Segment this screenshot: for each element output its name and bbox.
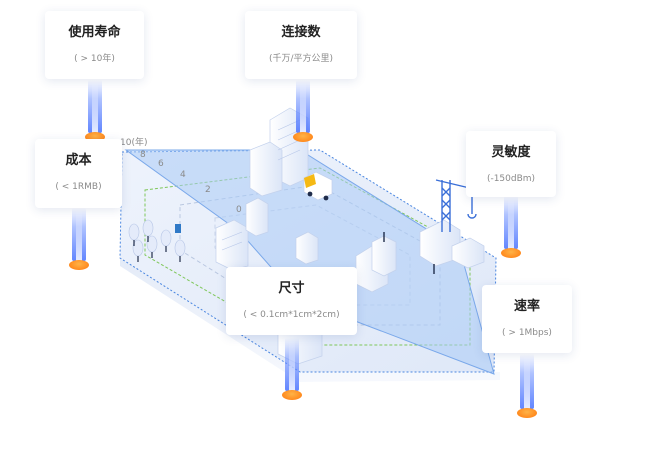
axis-top-label: 10(年) — [120, 136, 147, 148]
metric-title: 速率 — [513, 299, 540, 314]
pillar-size — [282, 338, 302, 400]
metric-subtitle: ( > 10年) — [74, 54, 115, 64]
metric-card-cost: 成本 ( < 1RMB) — [35, 139, 122, 208]
axis-tick: 0 — [236, 205, 242, 215]
metric-title: 连接数 — [281, 25, 321, 40]
axis-tick: 6 — [158, 159, 164, 169]
metric-title: 成本 — [65, 153, 92, 168]
metric-subtitle: ( > 1Mbps) — [502, 328, 552, 338]
metric-subtitle: (-150dBm) — [486, 174, 536, 184]
truck-icon — [303, 171, 333, 201]
axis-tick: 8 — [140, 150, 146, 160]
metric-subtitle: ( < 1RMB) — [55, 182, 102, 192]
metric-title: 尺寸 — [278, 281, 305, 296]
metric-card-lifetime: 使用寿命 ( > 10年) — [45, 11, 144, 79]
metric-subtitle: ( < 0.1cm*1cm*2cm) — [243, 310, 340, 320]
metric-card-rate: 速率 ( > 1Mbps) — [482, 285, 572, 353]
pillar-lifetime — [85, 80, 105, 142]
tree-icon — [128, 219, 186, 262]
axis-tick: 4 — [180, 170, 186, 180]
metric-card-connections: 连接数 (千万/平方公里) — [245, 11, 357, 79]
metric-card-size: 尺寸 ( < 0.1cm*1cm*2cm) — [226, 267, 357, 335]
pillar-cost — [69, 208, 89, 270]
metric-subtitle: (千万/平方公里) — [268, 54, 334, 64]
metric-title: 使用寿命 — [68, 25, 121, 40]
metric-title: 灵敏度 — [491, 145, 531, 160]
axis-tick: 2 — [205, 185, 211, 195]
metric-card-sensitivity: 灵敏度 (-150dBm) — [466, 131, 556, 197]
pillar-sensitivity — [501, 196, 521, 258]
axis-scale: 10(年) 8 6 4 2 0 — [120, 136, 242, 215]
pillar-connections — [293, 80, 313, 142]
pillar-rate — [517, 354, 537, 418]
